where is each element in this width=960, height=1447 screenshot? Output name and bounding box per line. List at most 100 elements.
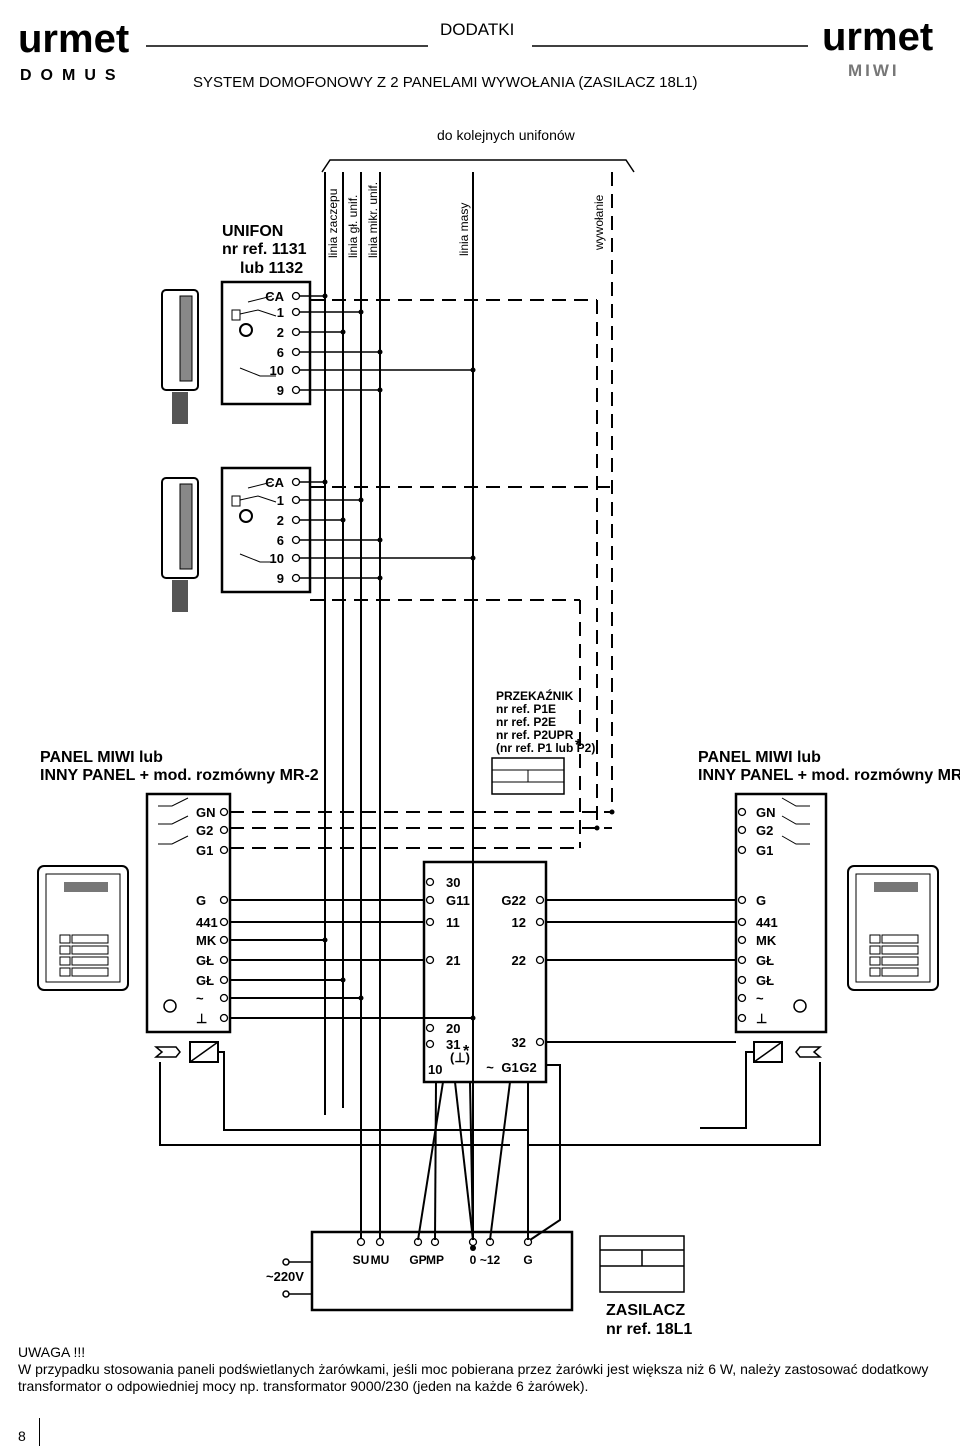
page-number-box	[5, 1418, 40, 1446]
relay-label-2: nr ref. P2E	[496, 715, 556, 729]
warning-text: W przypadku stosowania paneli podświetla…	[18, 1361, 929, 1394]
panel-right-bottom-6: ⊥	[756, 1011, 767, 1026]
panel-right-title-2: INNY PANEL + mod. rozmówny MR-2	[698, 767, 960, 784]
panel-left-bottom-2: MK	[196, 933, 217, 948]
panel-right-bottom-3-screw	[737, 955, 747, 965]
panel-right-bottom-0-screw	[737, 895, 747, 905]
panel-right-bottom-6-screw	[737, 1013, 747, 1023]
central-left-terminal-4: 20	[446, 1021, 460, 1036]
panel-right-bottom-5-screw	[737, 993, 747, 1003]
panel-left-top-1-screw	[219, 825, 229, 835]
central-left-terminal-7: 10	[428, 1062, 442, 1077]
unifon1-terminal-2-screw	[291, 327, 301, 337]
unifon1-terminal-3-screw	[291, 347, 301, 357]
panel-left-bottom-1: 441	[196, 915, 218, 930]
unifon2-terminal-1-screw	[291, 495, 301, 505]
microphone-icon	[239, 509, 253, 523]
psu-label-2: nr ref. 18L1	[606, 1321, 692, 1338]
psu-terminal-0-screw	[356, 1237, 366, 1247]
wiring	[159, 899, 821, 1241]
unifon-1: UNIFON nr ref. 1131 lub 1132	[161, 223, 312, 424]
central-left-terminal-3: 21	[446, 953, 460, 968]
unifon1-terminal-0: CA	[265, 289, 284, 304]
lock-actuator-left-icon	[153, 1041, 219, 1063]
panel-left-bottom-3-screw	[219, 955, 229, 965]
panel-left-bottom-6-screw	[219, 1013, 229, 1023]
central-left-terminal-0: 30	[446, 875, 460, 890]
central-right-terminal-3-screw	[535, 1037, 545, 1047]
unifon1-terminal-2: 2	[277, 325, 284, 340]
psu-module-icon	[599, 1235, 685, 1293]
unifon2-terminal-2-screw	[291, 515, 301, 525]
panel-right-title-1: PANEL MIWI lub	[698, 749, 821, 766]
central-left-terminal-5-screw	[425, 1039, 435, 1049]
lock-actuator-right-icon	[753, 1041, 823, 1063]
handset-icon	[161, 289, 199, 391]
panel-right-bottom-1-screw	[737, 917, 747, 927]
warning-note: UWAGA !!! W przypadku stosowania paneli …	[18, 1344, 948, 1395]
psu-label-1: ZASILACZ	[606, 1302, 685, 1319]
panel-right-bottom-2: MK	[756, 933, 777, 948]
label-linia-zaczepu: linia zaczepu	[326, 189, 340, 258]
unifon1-terminal-0-screw	[291, 291, 301, 301]
unifon1-terminal-1: 1	[277, 305, 284, 320]
unifon2-terminal-5: 9	[277, 571, 284, 586]
central-right-terminal-0-screw	[535, 895, 545, 905]
psu-terminal-1-screw	[375, 1237, 385, 1247]
panel-right-box	[734, 792, 828, 1034]
relay-label-4: (nr ref. P1 lub P2)	[496, 741, 595, 755]
psu-terminal-1: MU	[371, 1253, 390, 1267]
warning-title: UWAGA !!!	[18, 1344, 86, 1360]
panel-right-top-0-screw	[737, 807, 747, 817]
junction-dots	[322, 293, 615, 1251]
relay-przekaznik: PRZEKAŹNIK nr ref. P1E nr ref. P2E nr re…	[491, 688, 595, 795]
panel-right-bottom-1: 441	[756, 915, 778, 930]
central-left-terminal-1: G11	[446, 893, 470, 908]
panel-right-top-2-screw	[737, 845, 747, 855]
central-right-terminal-0: G22	[501, 893, 526, 908]
central-right-terminal-1: 12	[512, 915, 526, 930]
panel-left-bottom-3: GŁ	[196, 953, 214, 968]
panel-right-bottom-2-screw	[737, 935, 747, 945]
panel-left-bottom-1-screw	[219, 917, 229, 927]
psu-terminal-0: SU	[353, 1253, 370, 1267]
central-left-terminal-0-screw	[425, 877, 435, 887]
label-wywolanie: wywołanie	[592, 194, 606, 251]
page-title: DODATKI	[440, 20, 515, 39]
panel-left-top-1: G2	[196, 823, 213, 838]
central-right-terminal-3: 32	[512, 1035, 526, 1050]
panel-right-top-2: G1	[756, 843, 773, 858]
panel-left-top-0: GN	[196, 805, 216, 820]
central-right-terminal-2-screw	[535, 955, 545, 965]
urmet-domus-logo: urmet DOMUS	[18, 12, 138, 95]
unifon2-terminal-5-screw	[291, 573, 301, 583]
panel-left-bottom-0-screw	[219, 895, 229, 905]
panel-left-top-0-screw	[219, 807, 229, 817]
unifon1-terminal-4: 10	[270, 363, 284, 378]
central-asterisk: *	[463, 1043, 470, 1060]
logo-left-sub: DOMUS	[20, 67, 125, 84]
panel-right-bottom-3: GŁ	[756, 953, 774, 968]
psu-terminal-5: ~12	[480, 1253, 501, 1267]
unifon2-terminal-4-screw	[291, 553, 301, 563]
logo-right-text: urmet	[822, 15, 933, 59]
central-left-terminal-3-screw	[425, 955, 435, 965]
panel-right-bottom-4-screw	[737, 975, 747, 985]
unifon2-terminal-1: 1	[277, 493, 284, 508]
panel-left-bottom-4: GŁ	[196, 973, 214, 988]
unifon-2	[161, 466, 312, 612]
central-bottom-terminal-1: G1	[501, 1060, 518, 1075]
central-bottom-terminal-0: ~	[486, 1060, 494, 1075]
panel-left-bottom-4-screw	[219, 975, 229, 985]
label-linia-gl-unif: linia gł. unif.	[346, 195, 360, 258]
panel-left-top-2-screw	[219, 845, 229, 855]
panel-left-bottom-2-screw	[219, 935, 229, 945]
panel-left-bottom-5-screw	[219, 993, 229, 1003]
panel-left-bottom-0: G	[196, 893, 206, 908]
speaker-icon	[231, 309, 241, 321]
bus-lines	[324, 172, 474, 1240]
psu-terminal-2: GP	[409, 1253, 426, 1267]
panel-right-top-0: GN	[756, 805, 776, 820]
